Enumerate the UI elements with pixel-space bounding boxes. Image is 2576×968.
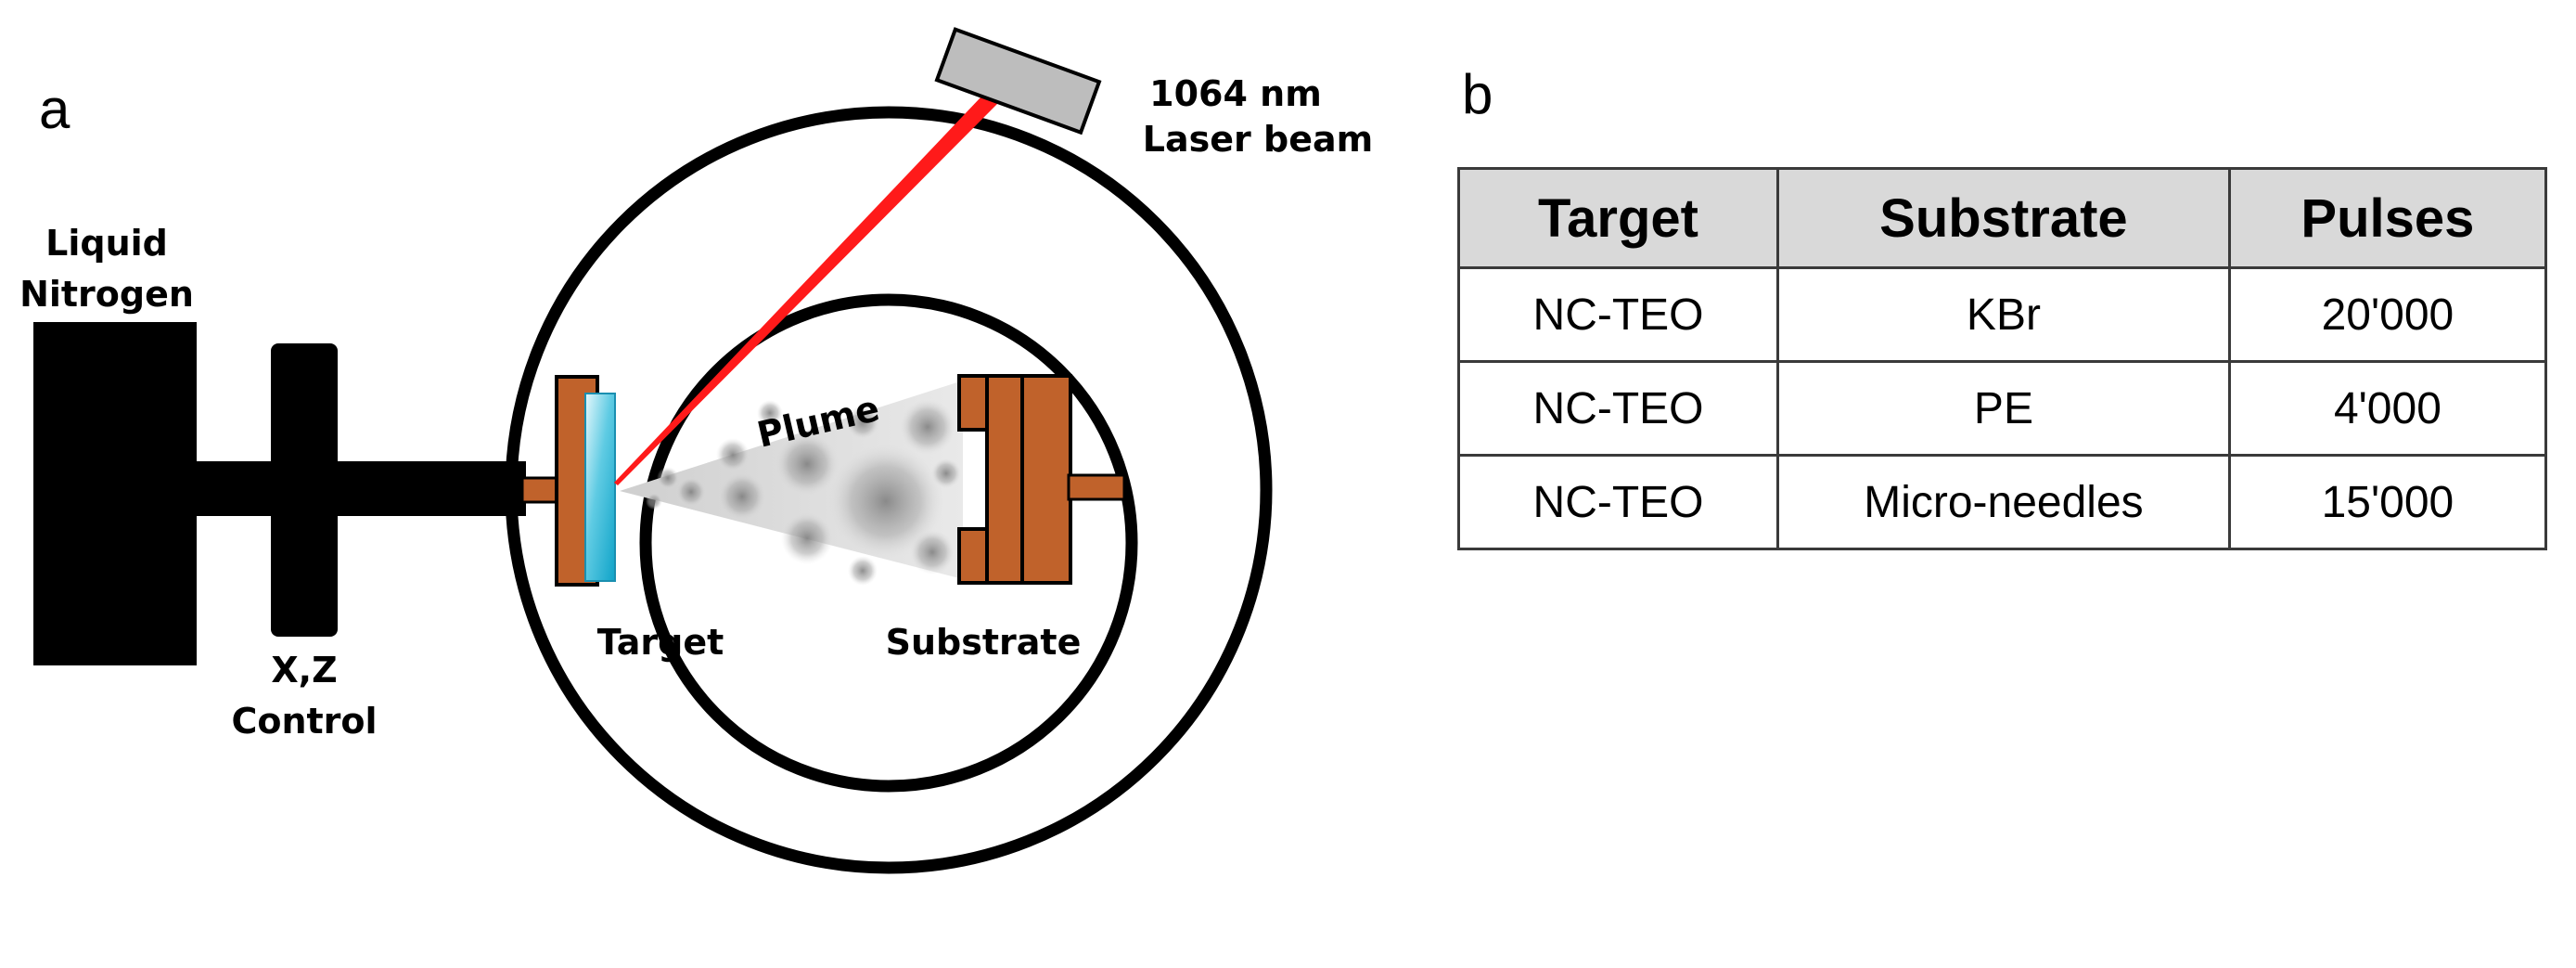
deposition-parameters-table: Target Substrate Pulses NC-TEO KBr 20'00… <box>1456 167 2548 550</box>
table-cell: NC-TEO <box>1456 360 1780 457</box>
table-cell: 20'000 <box>2227 266 2548 363</box>
panel-b-letter: b <box>1462 63 1493 125</box>
table-cell: 4'000 <box>2227 360 2548 457</box>
target-label: Target <box>597 622 724 663</box>
target-holder-stub <box>520 476 559 504</box>
column-header: Pulses <box>2227 167 2548 269</box>
table-row: NC-TEO KBr 20'000 <box>1456 266 2548 363</box>
laser-head <box>934 27 1102 136</box>
laser-beam <box>614 97 999 485</box>
table-row: NC-TEO PE 4'000 <box>1456 360 2548 457</box>
table-cell: NC-TEO <box>1456 266 1780 363</box>
liquid-nitrogen-label: Liquid <box>45 223 168 264</box>
table-cell: PE <box>1776 360 2231 457</box>
substrate-label: Substrate <box>886 622 1082 663</box>
table-cell: Micro-needles <box>1776 454 2231 550</box>
column-header: Substrate <box>1776 167 2231 269</box>
table-header-row: Target Substrate Pulses <box>1456 167 2548 269</box>
liquid-nitrogen-label: Nitrogen <box>19 274 194 315</box>
table-cell: KBr <box>1776 266 2231 363</box>
panel-a-letter: a <box>39 78 70 140</box>
inner-chamber-ring <box>639 293 1138 793</box>
table-row: NC-TEO Micro-needles 15'000 <box>1456 454 2548 550</box>
xz-control-label: X,Z <box>271 650 337 691</box>
ablation-plume <box>620 381 963 586</box>
manipulator-shaft <box>190 461 526 516</box>
substrate-holder <box>957 374 1126 585</box>
laser-beam-label: 1064 nm <box>1149 73 1322 114</box>
column-header: Target <box>1456 167 1780 269</box>
table-cell: 15'000 <box>2227 454 2548 550</box>
liquid-nitrogen-dewar <box>33 322 197 665</box>
xz-control-stage <box>271 343 338 637</box>
target-crystal <box>584 393 616 582</box>
xz-control-label: Control <box>231 701 377 742</box>
laser-beam-label: Laser beam <box>1143 119 1373 160</box>
table-cell: NC-TEO <box>1456 454 1780 550</box>
